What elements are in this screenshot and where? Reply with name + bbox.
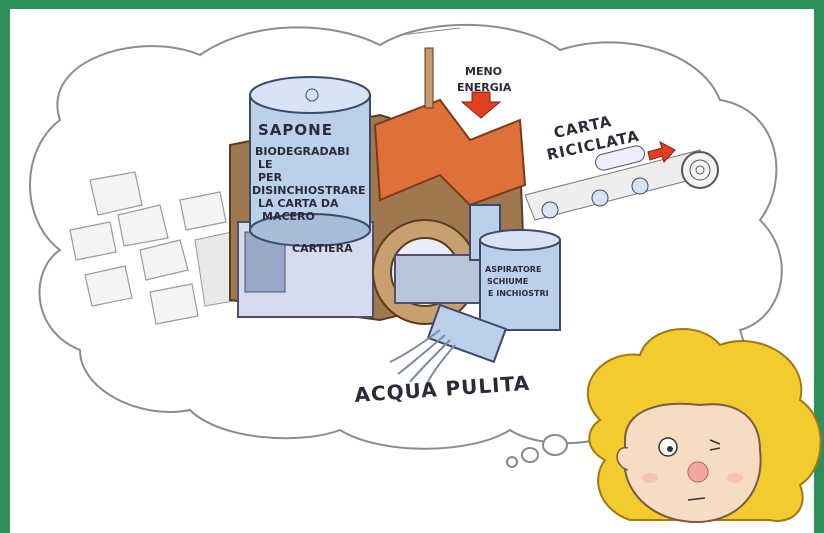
sapone-line-2: LE <box>258 158 273 171</box>
thought-bubble-small <box>542 434 568 456</box>
water-pipe <box>426 303 508 364</box>
energia-label: ENERGIA <box>457 81 512 94</box>
cheek-left <box>642 473 658 483</box>
aspirator <box>469 204 561 331</box>
cartiera-label: CARTIERA <box>292 242 353 255</box>
meno-label: MENO <box>465 65 502 78</box>
mouth <box>687 497 706 501</box>
chimney <box>424 47 434 109</box>
sapone-label: SAPONE <box>258 121 333 139</box>
aspiratore-line-1: ASPIRATORE <box>485 265 541 274</box>
gear-conveyor <box>394 254 491 304</box>
energy-arrow <box>460 91 502 119</box>
aspiratore-line-3: E INCHIOSTRI <box>488 289 549 298</box>
conveyor-arrow <box>647 140 676 163</box>
thought-bubble-mini <box>506 456 518 468</box>
sapone-line-3: PER <box>258 171 283 184</box>
water-flow <box>389 329 456 389</box>
right-eye <box>709 439 721 451</box>
aspiratore-line-2: SCHIUME <box>487 277 528 286</box>
nose <box>687 461 709 483</box>
child-character <box>586 328 822 524</box>
ear <box>616 447 629 471</box>
sapone-line-6: MACERO <box>262 210 315 223</box>
sapone-line-4: DISINCHIOSTRARE <box>252 184 366 197</box>
soap-tank <box>249 76 371 247</box>
cheek-right <box>727 473 743 483</box>
sapone-line-5: LA CARTA DA <box>258 197 339 210</box>
thought-bubble-tiny <box>521 447 539 463</box>
sapone-line-1: BIODEGRADABI <box>255 145 350 158</box>
recycled-paper-conveyor <box>524 145 719 221</box>
factory-roof <box>373 98 527 207</box>
paper-roll <box>681 151 719 189</box>
